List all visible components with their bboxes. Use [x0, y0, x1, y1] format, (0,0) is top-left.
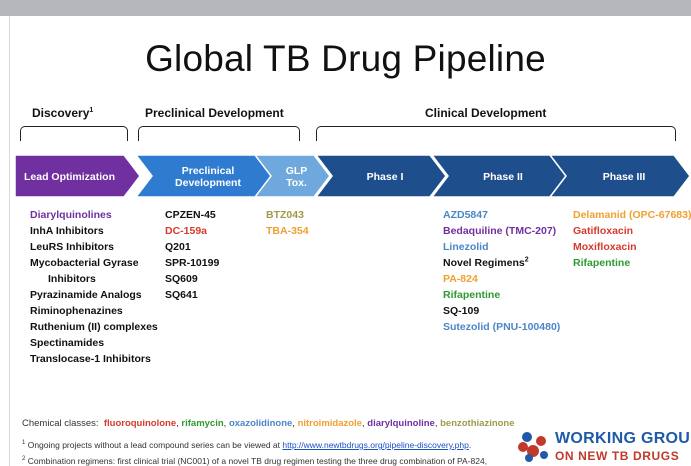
drug-item: SQ641 — [165, 289, 198, 301]
drug-item: InhA Inhibitors — [30, 225, 104, 237]
stage-arrow-label: Preclinical — [182, 165, 235, 177]
drug-item: Riminophenazines — [30, 305, 123, 317]
chemical-classes-legend: Chemical classes: fluoroquinolone, rifam… — [22, 418, 515, 429]
drug-item: Q201 — [165, 241, 191, 253]
drug-item: Moxifloxacin — [573, 241, 637, 253]
drug-item: DC-159a — [165, 225, 208, 237]
logo-text-line1: WORKING GROUP — [555, 430, 691, 447]
drug-item: CPZEN-45 — [165, 209, 216, 221]
chemical-class-item: fluoroquinolone — [103, 418, 177, 429]
drug-item: SQ-109 — [443, 305, 480, 317]
logo-text-line2: ON NEW TB DRUGS — [555, 449, 680, 463]
stage-arrow — [14, 155, 141, 197]
chemical-class-item: benzothiazinone — [440, 418, 515, 429]
chemical-class-item: oxazolidinone — [228, 418, 293, 429]
pipeline-discovery-link[interactable]: http://www.newtbdrugs.org/pipeline-disco… — [282, 440, 469, 450]
preclinical-bracket — [138, 126, 300, 141]
drug-item: Rifapentine — [443, 289, 501, 301]
drug-item: Bedaquiline (TMC-207) — [443, 225, 557, 237]
left-divider — [9, 16, 10, 466]
stage-label-discovery: Discovery1 — [32, 106, 94, 120]
drug-item: Rifapentine — [573, 257, 631, 269]
page-title: Global TB Drug Pipeline — [145, 38, 546, 79]
chemical-class-item: rifamycin — [181, 418, 224, 429]
drug-item: SQ609 — [165, 273, 198, 285]
drug-item: Linezolid — [443, 241, 489, 253]
stage-arrow-label: Phase I — [367, 171, 404, 183]
drug-item: Diarylquinolines — [30, 209, 112, 221]
drug-item: Delamanid (OPC-67683) — [573, 209, 691, 221]
stage-arrow-label: Tox. — [286, 177, 307, 189]
stage-arrow-label: Lead Optimization — [24, 171, 115, 183]
drug-item: Mycobacterial Gyrase — [30, 257, 139, 269]
drug-item: Pyrazinamide Analogs — [30, 289, 142, 301]
stage-arrow — [549, 155, 691, 197]
drug-item: AZD5847 — [443, 209, 488, 221]
stage-arrow-label: GLP — [286, 165, 308, 177]
drug-item: Inhibitors — [48, 273, 96, 285]
drug-item: LeuRS Inhibitors — [30, 241, 114, 253]
stage-arrow — [254, 155, 331, 197]
chemical-class-item: nitroimidazole — [297, 418, 362, 429]
stage-label-clinical: Clinical Development — [425, 106, 547, 120]
drug-item: SPR-10199 — [165, 257, 220, 269]
stage-arrow — [315, 155, 447, 197]
drug-item: BTZ043 — [266, 209, 304, 221]
discovery-bracket — [20, 126, 128, 141]
drug-item: PA-824 — [443, 273, 478, 285]
footnote-1: 1 Ongoing projects without a lead compou… — [22, 440, 472, 450]
clinical-bracket — [316, 126, 676, 141]
drug-item: Sutezolid (PNU-100480) — [443, 321, 561, 333]
stage-arrow — [431, 155, 567, 197]
chemical-classes-items: fluoroquinolone, rifamycin, oxazolidinon… — [103, 418, 515, 429]
drug-item: Ruthenium (II) complexes — [30, 321, 158, 333]
stage-label-preclinical: Preclinical Development — [145, 106, 284, 120]
drug-item: TBA-354 — [266, 225, 309, 237]
stage-arrow-label: Development — [175, 177, 241, 189]
working-group-logo: WORKING GROUP ON NEW TB DRUGS — [517, 425, 691, 466]
chemical-classes-label: Chemical classes: — [22, 418, 99, 429]
chemical-class-item: diarylquinoline — [367, 418, 435, 429]
top-bar — [0, 0, 691, 16]
stage-arrow-label: Phase III — [603, 171, 646, 183]
drug-item: Novel Regimens2 — [443, 256, 529, 270]
drug-item: Translocase-1 Inhibitors — [30, 353, 151, 365]
drug-item: Spectinamides — [30, 337, 105, 349]
footnote-2: 2 Combination regimens: first clinical t… — [22, 456, 488, 466]
stage-arrow — [135, 155, 273, 197]
lungs-logo-icon — [518, 432, 548, 462]
stage-arrow-label: Phase II — [483, 171, 523, 183]
drug-item: Gatifloxacin — [573, 225, 634, 237]
